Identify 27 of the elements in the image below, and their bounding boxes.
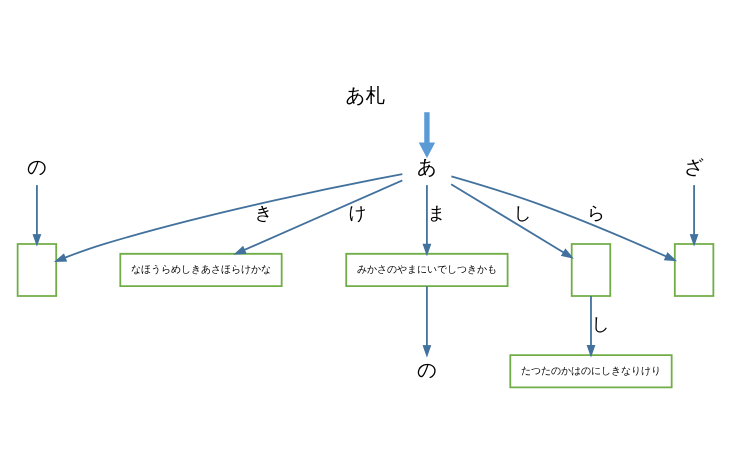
- node-box: [570, 242, 612, 296]
- diagram-title: あ札: [346, 83, 386, 106]
- node-text: ざ: [684, 155, 704, 178]
- node-box: なほうらめしきあさほらけかな: [119, 252, 283, 286]
- arrow: [586, 295, 596, 358]
- arrow: [422, 184, 432, 256]
- edge-label: し: [513, 202, 532, 224]
- node-text: の: [416, 358, 437, 381]
- edge-label: き: [254, 202, 272, 224]
- node-text: あ: [416, 155, 437, 178]
- edge-label: し: [591, 314, 610, 335]
- arrow: [422, 286, 432, 358]
- arrow: [451, 175, 678, 261]
- arrow: [54, 172, 402, 262]
- arrow: [418, 112, 436, 158]
- arrow: [32, 184, 42, 246]
- node-box: みかさのやまにいでしつきかも: [345, 252, 508, 286]
- node-text: の: [26, 155, 47, 178]
- node-box: たつたのかはのにしきなりけり: [509, 354, 673, 388]
- node-box: [16, 242, 58, 296]
- arrow: [233, 179, 403, 254]
- arrow: [450, 182, 574, 258]
- arrow: [690, 184, 698, 246]
- edge-label: ら: [586, 202, 605, 224]
- edge-label: ま: [427, 202, 446, 224]
- node-box: [674, 242, 714, 296]
- edge-label: け: [348, 202, 366, 224]
